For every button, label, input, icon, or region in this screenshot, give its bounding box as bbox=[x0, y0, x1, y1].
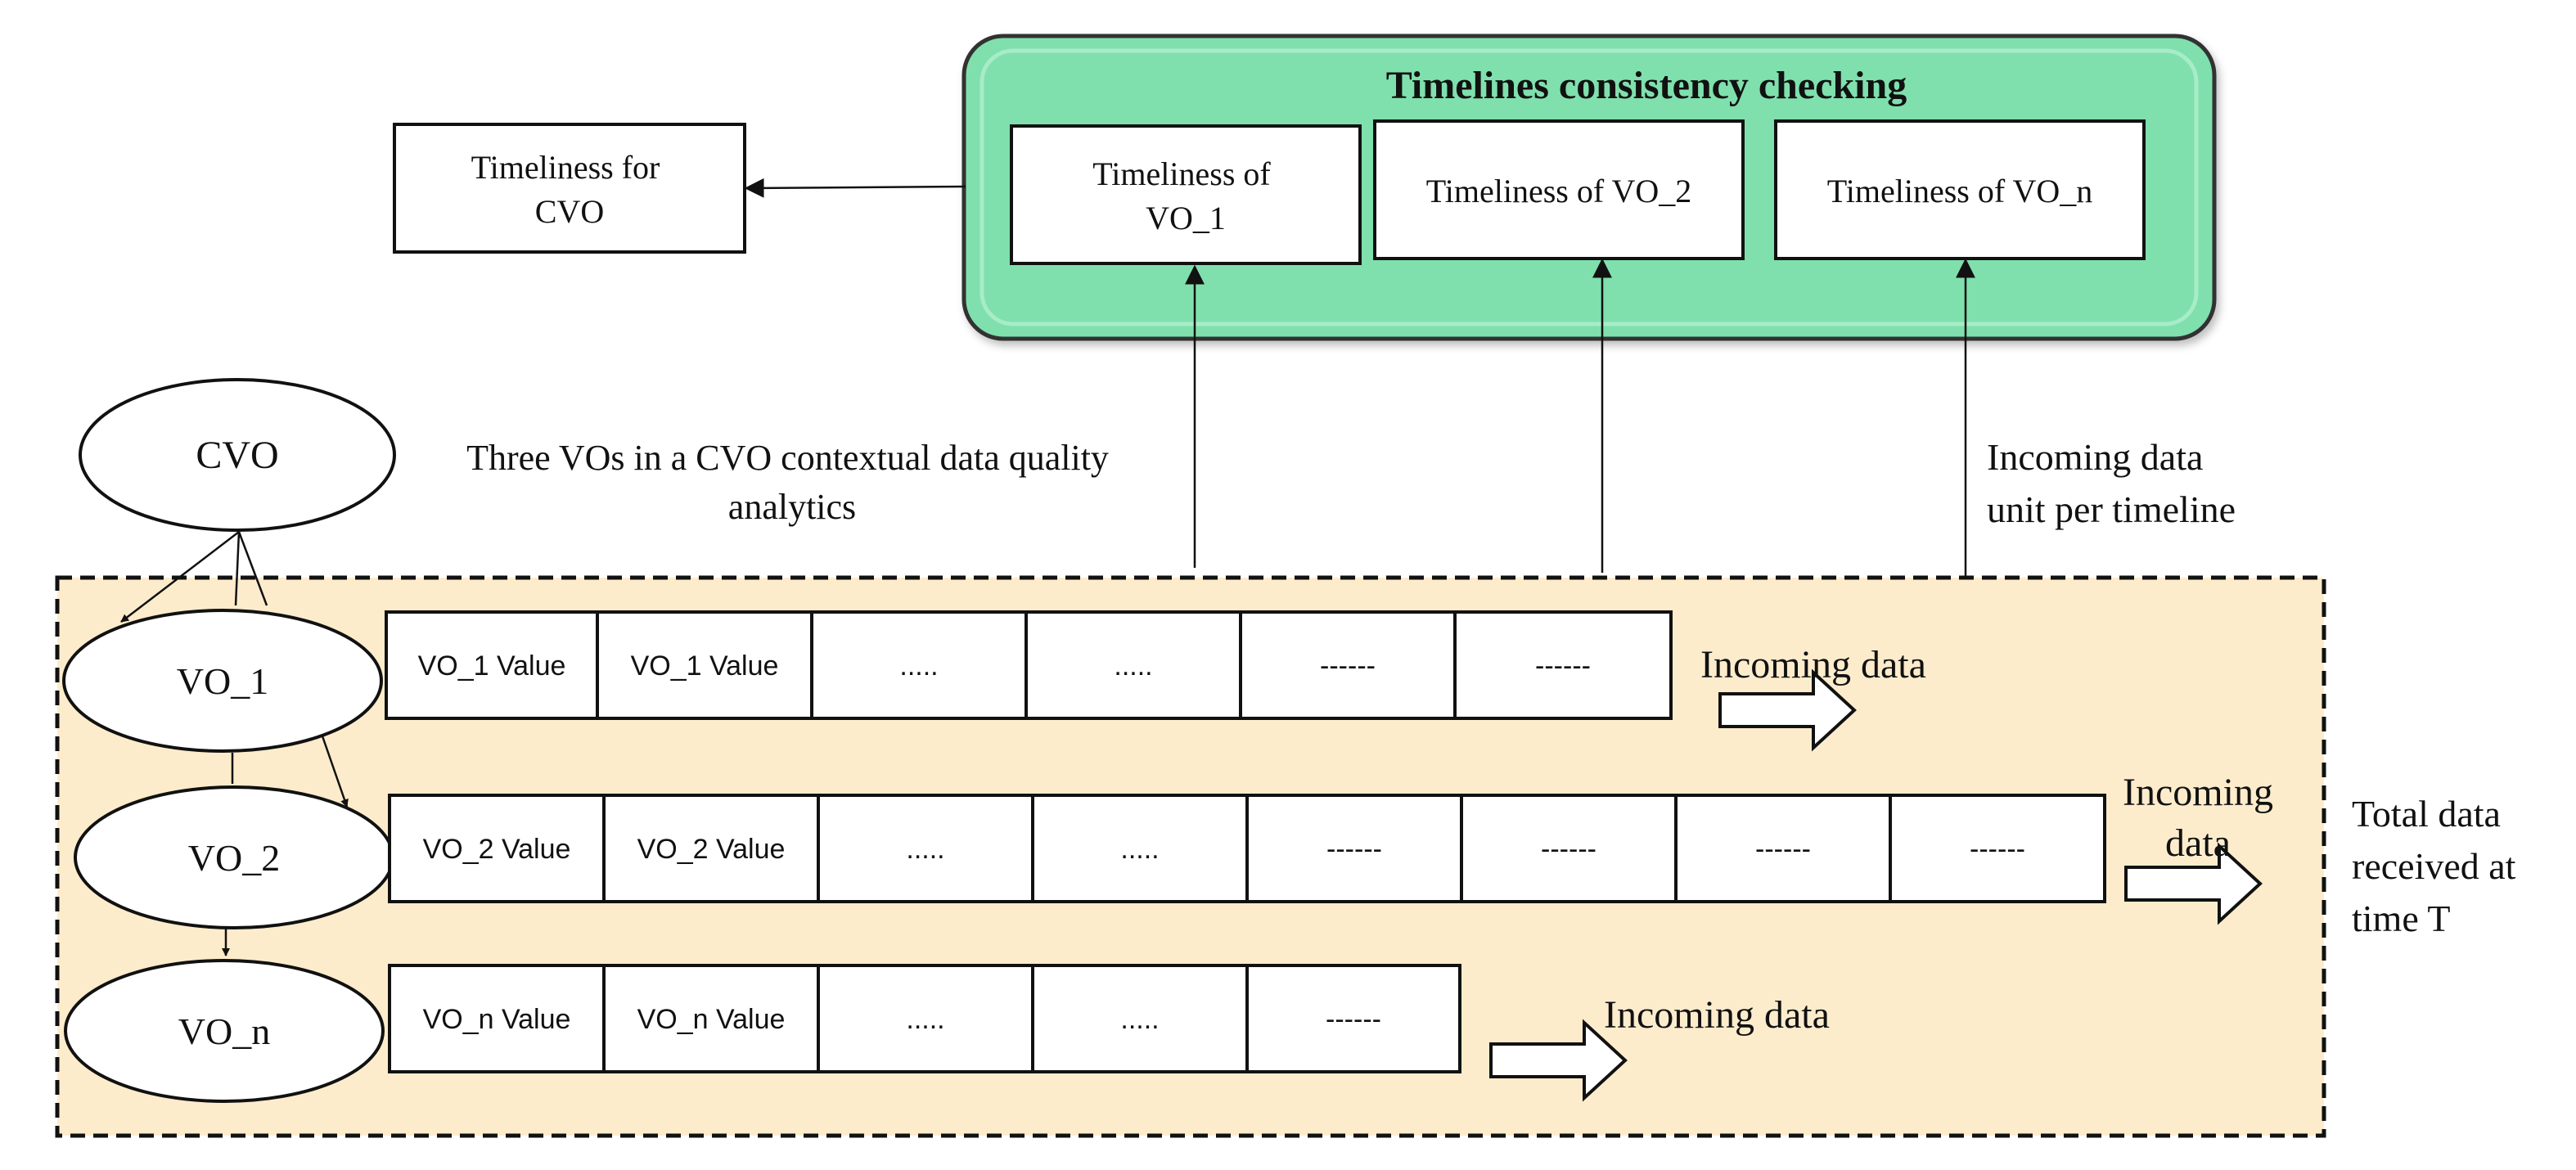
data-unit-cell bbox=[1031, 964, 1249, 1073]
timeliness-vo2-box bbox=[1373, 119, 1745, 260]
cvo-connector-b bbox=[237, 531, 268, 606]
data-unit-value: VO_1 Value bbox=[631, 650, 779, 682]
incoming-arrow bbox=[2124, 842, 2263, 925]
cvo-node-label: CVO bbox=[196, 434, 278, 477]
timeliness-cvo-box bbox=[393, 123, 746, 254]
data-unit-value: ..... bbox=[899, 650, 938, 682]
data-unit-value: VO_2 Value bbox=[423, 834, 571, 865]
caption: Three VOs in a CVO contextual data quali… bbox=[466, 438, 1118, 527]
data-unit-value: ..... bbox=[1120, 1004, 1159, 1035]
incoming-arrow bbox=[1718, 668, 1857, 752]
cvo-node bbox=[79, 378, 396, 532]
data-unit-value: VO_n Value bbox=[423, 1004, 571, 1035]
data-unit-value: ------ bbox=[1326, 1004, 1381, 1035]
data-unit-value: ..... bbox=[1120, 834, 1159, 865]
timeliness-cvo-label: Timeliness for CVO bbox=[471, 149, 669, 230]
data-unit-cell bbox=[1453, 610, 1673, 720]
vo1-to-vo2-arrow bbox=[319, 731, 349, 808]
timeliness-vo2-label: Timeliness of VO_2 bbox=[1426, 173, 1692, 209]
data-unit-cell bbox=[810, 610, 1028, 720]
data-unit-value: ------ bbox=[1326, 834, 1382, 865]
data-unit-value: ------ bbox=[1535, 650, 1591, 682]
vo-node-label: VO_2 bbox=[188, 837, 280, 879]
data-unit-value: ..... bbox=[906, 834, 944, 865]
vo-rows: VO_1 VO_1 Value VO_1 Value.......... ------… bbox=[62, 609, 2273, 1103]
vo-node-label: VO_1 bbox=[177, 660, 268, 702]
vo-node bbox=[64, 959, 385, 1103]
vo-row: VO_1 VO_1 Value VO_1 Value.......... ------… bbox=[62, 609, 1926, 753]
vo-node-label: VO_n bbox=[178, 1010, 270, 1052]
data-unit-cell bbox=[1889, 794, 2106, 903]
timeliness-vo1-label: Timeliness of VO_1 bbox=[1092, 155, 1278, 236]
data-unit-cell bbox=[817, 964, 1034, 1073]
incoming-arrow bbox=[1489, 1019, 1628, 1102]
timeliness-von-label: Timeliness of VO_n bbox=[1827, 173, 2093, 209]
data-unit-cell bbox=[388, 794, 606, 903]
data-unit-value: VO_n Value bbox=[637, 1004, 786, 1035]
data-unit-cell bbox=[1245, 964, 1461, 1073]
data-unit-cell bbox=[388, 964, 606, 1073]
data-unit-cell bbox=[817, 794, 1034, 903]
incoming-data-label: Incoming data bbox=[1700, 643, 1926, 686]
data-unit-value: ..... bbox=[1114, 650, 1152, 682]
data-unit-cell bbox=[1239, 610, 1457, 720]
data-unit-cell bbox=[602, 964, 820, 1073]
data-unit-value: VO_2 Value bbox=[637, 834, 786, 865]
data-unit-cell bbox=[1031, 794, 1249, 903]
incoming-data-label: Incoming data bbox=[1604, 993, 1830, 1037]
panel-to-cvo-arrow bbox=[744, 178, 966, 198]
consistency-panel-inner bbox=[980, 48, 2199, 326]
cvo-connector-a bbox=[234, 531, 241, 606]
data-unit-value: ------ bbox=[1970, 834, 2025, 865]
vo-row: VO_2 VO_2 Value VO_2 Value.......... ------… bbox=[74, 771, 2273, 929]
consistency-panel-title: Timelines consistency checking bbox=[1386, 64, 1907, 107]
vo-row: VO_n VO_n Value VO_n Value.......... ------… bbox=[64, 959, 1830, 1103]
vo-node bbox=[62, 609, 383, 753]
total-data-label: Total data received at time T bbox=[2352, 793, 2525, 939]
incoming-unit-label: Incoming data unit per timeline bbox=[1987, 436, 2236, 530]
data-unit-cell bbox=[602, 794, 820, 903]
cvo-to-vo1-arrow bbox=[120, 531, 240, 623]
data-unit-value: ..... bbox=[906, 1004, 944, 1035]
timeliness-vo1-box bbox=[1010, 124, 1362, 265]
data-unit-cell bbox=[1245, 794, 1463, 903]
data-unit-value: ------ bbox=[1541, 834, 1596, 865]
data-unit-value: ------ bbox=[1755, 834, 1811, 865]
consistency-panel: Timelines consistency checking Timelines… bbox=[961, 34, 2217, 341]
data-unit-cell bbox=[596, 610, 813, 720]
data-unit-value: VO_1 Value bbox=[418, 650, 566, 682]
data-unit-value: ------ bbox=[1320, 650, 1376, 682]
